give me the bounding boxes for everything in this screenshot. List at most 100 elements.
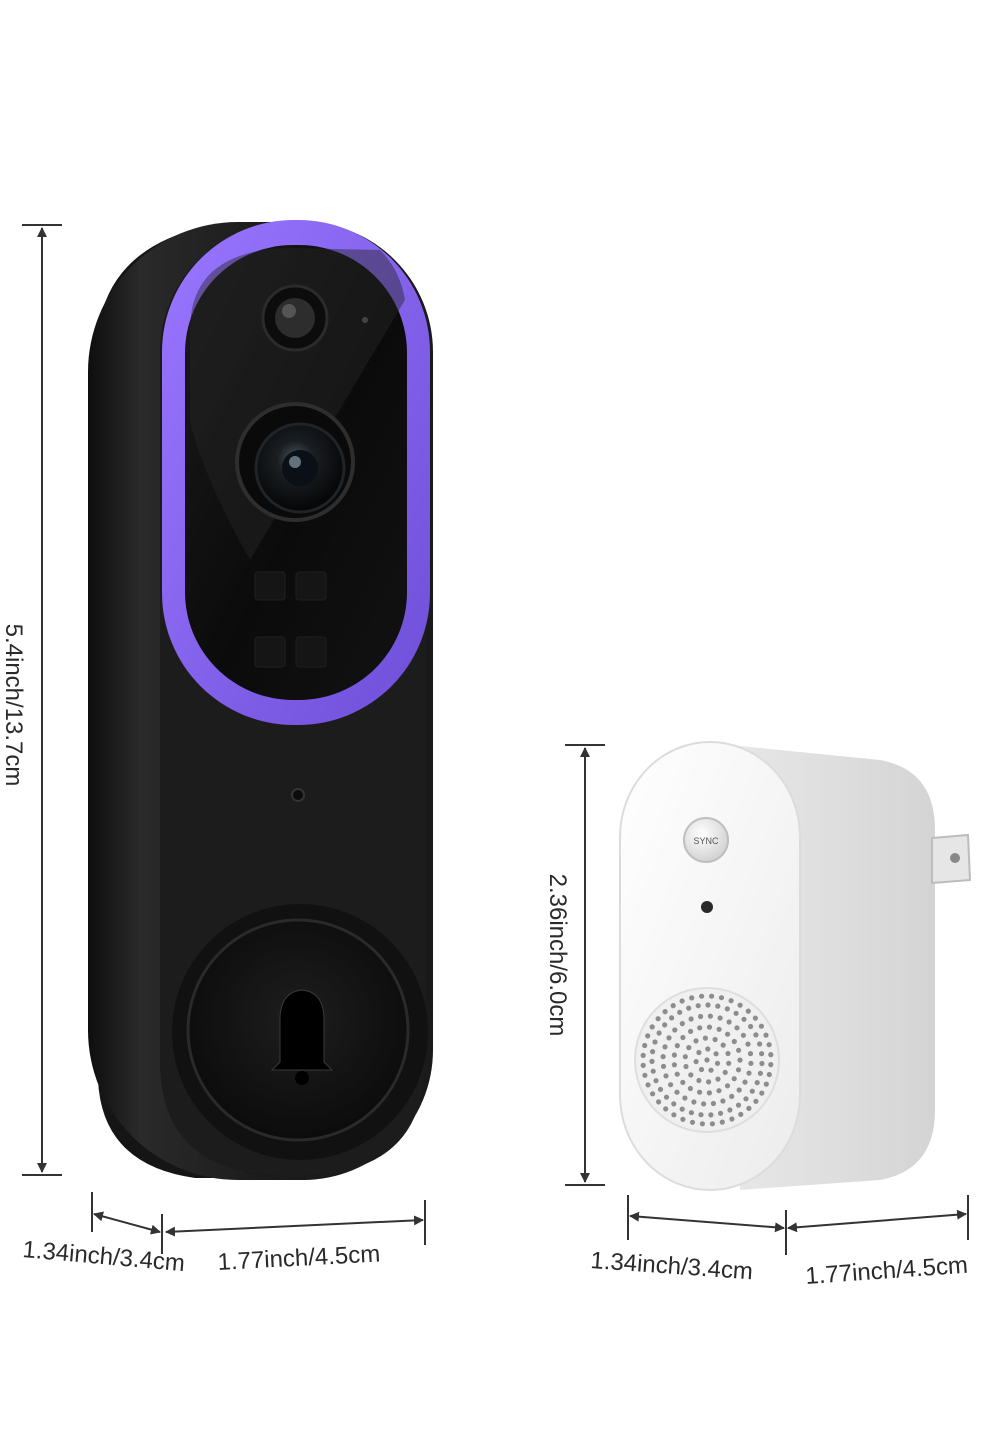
grille-hole (701, 1101, 707, 1107)
grille-hole (671, 1101, 677, 1107)
camera-lens-icon (235, 402, 355, 522)
grille-hole (698, 1112, 704, 1118)
grille-hole (671, 1062, 678, 1068)
chime-indicator-led (701, 901, 713, 913)
chime-width-label: 1.77inch/4.5cm (805, 1252, 969, 1290)
grille-hole (725, 1031, 731, 1037)
grille-hole (663, 1106, 669, 1112)
ir-led-array (254, 571, 327, 668)
grille-hole (649, 1024, 655, 1030)
grille-hole (715, 1076, 721, 1082)
grille-hole (748, 1060, 754, 1066)
grille-hole (653, 1078, 659, 1084)
grille-hole (763, 1032, 769, 1038)
grille-hole (699, 1121, 706, 1127)
grille-hole (720, 1042, 726, 1048)
grille-hole (642, 1042, 648, 1049)
grille-hole (674, 1043, 680, 1049)
grille-hole (706, 1090, 713, 1096)
grille-hole (702, 1035, 709, 1041)
grille-hole (708, 1112, 714, 1118)
grille-hole (657, 1086, 664, 1092)
grille-hole (729, 1093, 735, 1099)
grille-hole (708, 1067, 714, 1073)
grille-hole (727, 1107, 733, 1113)
grille-hole (663, 1094, 670, 1100)
grille-hole (743, 1096, 749, 1102)
grille-hole (766, 1071, 772, 1078)
grille-hole (689, 995, 695, 1001)
grille-hole (686, 1005, 692, 1011)
grille-hole (722, 1069, 728, 1075)
grille-hole (640, 1052, 646, 1058)
grille-hole (649, 1058, 655, 1064)
grille-hole (752, 1015, 759, 1021)
grille-hole (698, 1013, 704, 1020)
doorbell-depth-dimension (91, 1192, 163, 1254)
speaker-grille-icon (634, 987, 780, 1133)
grille-hole (729, 1116, 735, 1122)
grille-hole (710, 1100, 717, 1107)
grille-hole (707, 1013, 714, 1019)
sync-button: SYNC (683, 817, 729, 863)
grille-hole (645, 1033, 651, 1039)
grille-hole (736, 1087, 742, 1093)
grille-hole (682, 1054, 688, 1060)
grille-hole (696, 1049, 702, 1056)
grille-hole (650, 1049, 656, 1055)
grille-hole (645, 1082, 651, 1088)
grille-hole (668, 1082, 674, 1088)
chime-depth-label: 1.34inch/3.4cm (590, 1247, 754, 1285)
grille-hole (704, 1057, 710, 1063)
grille-hole (663, 1073, 669, 1079)
grille-hole (717, 1015, 723, 1021)
doorbell-width-label: 1.77inch/4.5cm (217, 1241, 381, 1276)
grille-hole (716, 1088, 722, 1094)
bell-icon (270, 989, 334, 1085)
grille-hole (695, 1003, 701, 1009)
grille-hole (742, 1079, 748, 1085)
grille-hole (747, 1051, 754, 1057)
grille-hole (674, 1071, 680, 1077)
grille-hole (763, 1081, 769, 1087)
grille-hole (713, 1051, 719, 1057)
grille-hole (728, 998, 734, 1004)
grille-hole (680, 1116, 686, 1122)
chime-width-dimension (787, 1195, 969, 1240)
grille-hole (766, 1042, 772, 1048)
grille-hole (656, 1030, 662, 1036)
grille-hole (697, 1089, 703, 1095)
grille-hole (697, 1025, 703, 1031)
grille-hole (737, 1057, 743, 1063)
grille-hole (748, 1023, 754, 1030)
grille-hole (689, 1119, 696, 1125)
grille-hole (759, 1090, 765, 1096)
grille-hole (674, 1089, 680, 1095)
grille-hole (705, 1002, 711, 1008)
grille-hole (719, 1119, 725, 1125)
grille-hole (693, 1059, 699, 1065)
grille-hole (680, 1079, 686, 1085)
grille-hole (759, 1051, 765, 1057)
grille-hole (683, 1063, 689, 1070)
grille-hole (688, 1028, 694, 1034)
grille-hole (746, 1070, 752, 1076)
grille-hole (662, 1044, 668, 1050)
indicator-led (291, 788, 305, 802)
grille-hole (718, 995, 725, 1001)
grille-hole (759, 1060, 765, 1067)
grille-hole (650, 1091, 656, 1097)
grille-hole (768, 1052, 774, 1058)
grille-hole (731, 1038, 737, 1045)
light-sensor-dot (362, 317, 368, 323)
grille-hole (724, 1006, 730, 1012)
grille-hole (662, 1022, 668, 1028)
grille-hole (735, 1067, 742, 1073)
plug-prongs-icon (931, 833, 972, 885)
grille-hole (687, 1085, 694, 1092)
grille-hole (662, 1009, 668, 1015)
grille-hole (666, 1035, 672, 1041)
grille-hole (757, 1070, 764, 1076)
grille-hole (725, 1050, 731, 1057)
grille-hole (741, 1016, 747, 1022)
